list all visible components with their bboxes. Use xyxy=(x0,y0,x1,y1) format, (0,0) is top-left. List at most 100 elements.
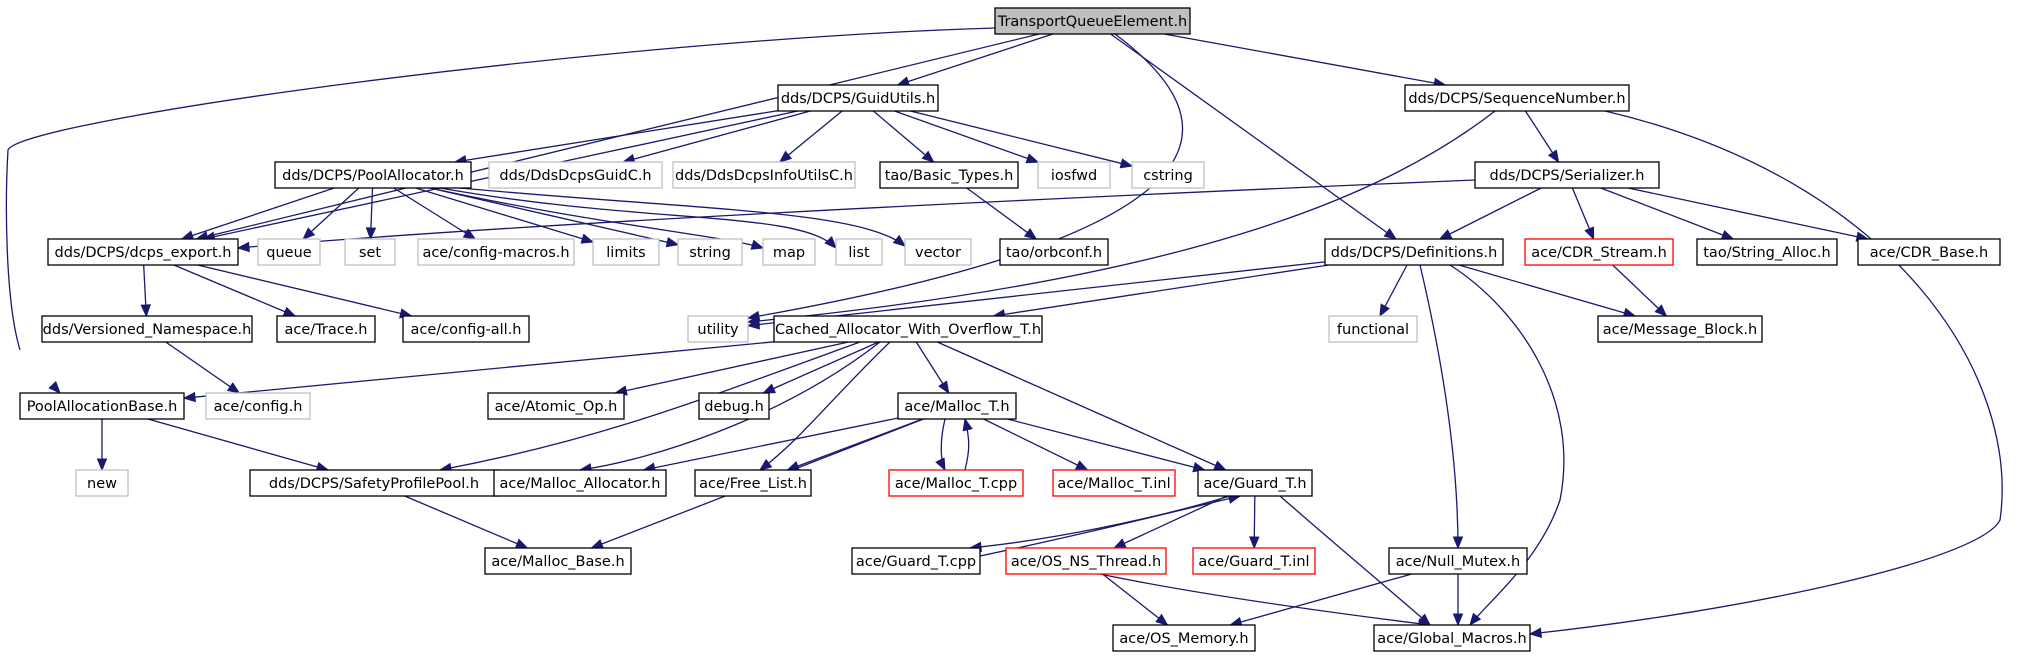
node-guardt-box xyxy=(1197,469,1313,497)
node-malloctcpp[interactable]: ace/Malloc_T.cpp xyxy=(888,469,1024,497)
node-seqnum-label: dds/DCPS/SequenceNumber.h xyxy=(1408,91,1625,107)
node-root[interactable]: TransportQueueElement.h xyxy=(994,7,1191,35)
edge-malloct-to-malloctinl-line xyxy=(983,418,1088,471)
edge-guidutils-to-infoutilsc xyxy=(778,110,843,163)
node-osmemory[interactable]: ace/OS_Memory.h xyxy=(1112,624,1256,652)
edge-definitions-to-nullmutex-arrowhead xyxy=(1452,536,1464,550)
node-definitions[interactable]: dds/DCPS/Definitions.h xyxy=(1324,238,1504,266)
edge-definitions-to-utility-line xyxy=(747,261,1326,327)
node-debug[interactable]: debug.h xyxy=(698,392,770,420)
node-malloctinl[interactable]: ace/Malloc_T.inl xyxy=(1052,469,1176,497)
node-malloctinl-box xyxy=(1052,469,1176,497)
edge-malloct-to-mallocallocator-line xyxy=(643,417,899,471)
node-guidutils[interactable]: dds/DCPS/GuidUtils.h xyxy=(777,84,939,112)
node-vector-label: vector xyxy=(915,245,961,261)
edge-cdrstream-to-msgblock xyxy=(1612,264,1668,317)
edge-definitions-to-cached-line xyxy=(993,264,1329,317)
edge-poolalloc-to-string-line xyxy=(429,187,679,246)
node-string: string xyxy=(677,238,743,266)
node-trace[interactable]: ace/Trace.h xyxy=(276,315,376,343)
node-queue-box xyxy=(257,238,321,266)
node-dcpsexport[interactable]: dds/DCPS/dcps_export.h xyxy=(47,238,239,266)
edge-guidutils-to-guidc-line xyxy=(623,110,811,163)
node-seqnum-box xyxy=(1404,84,1630,112)
edge-versioned-to-aceconfig-line xyxy=(165,341,240,394)
edge-serializer-to-dcpsexport-arrowhead xyxy=(236,241,250,253)
node-seqnum[interactable]: dds/DCPS/SequenceNumber.h xyxy=(1404,84,1630,112)
node-globalmacros[interactable]: ace/Global_Macros.h xyxy=(1373,624,1531,652)
node-malloct[interactable]: ace/Malloc_T.h xyxy=(897,392,1017,420)
edge-poolalloc-to-set-arrowhead xyxy=(365,227,377,241)
node-trace-box xyxy=(276,315,376,343)
edge-serializer-to-dcpsexport-line xyxy=(237,179,1476,249)
node-cached-label: Cached_Allocator_With_Overflow_T.h xyxy=(775,322,1041,338)
node-safetypool-label: dds/DCPS/SafetyProfilePool.h xyxy=(269,476,479,492)
edge-guidutils-to-basictypes-arrowhead xyxy=(921,150,935,163)
node-guardtinl[interactable]: ace/Guard_T.inl xyxy=(1192,547,1316,575)
node-trace-label: ace/Trace.h xyxy=(285,322,368,338)
edge-serializer-to-stringalloc-arrowhead xyxy=(1720,229,1735,240)
node-root-box xyxy=(994,7,1191,35)
edge-poolalloc-to-vector-arrowhead xyxy=(892,234,907,247)
node-basictypes[interactable]: tao/Basic_Types.h xyxy=(879,161,1019,189)
node-guidc: dds/DdsDcpsGuidC.h xyxy=(488,161,663,189)
node-guardtcpp[interactable]: ace/Guard_T.cpp xyxy=(851,547,981,575)
node-vector: vector xyxy=(904,238,972,266)
edge-root-to-definitions-arrowhead xyxy=(1383,228,1397,240)
node-poolallocbase-label: PoolAllocationBase.h xyxy=(27,399,178,415)
node-configall[interactable]: ace/config-all.h xyxy=(402,315,530,343)
node-mallocbase-box xyxy=(484,547,632,575)
node-atomicop[interactable]: ace/Atomic_Op.h xyxy=(487,392,625,420)
edge-safetypool-to-mallocbase xyxy=(404,495,529,549)
node-poolallocbase[interactable]: PoolAllocationBase.h xyxy=(19,392,185,420)
node-safetypool[interactable]: dds/DCPS/SafetyProfilePool.h xyxy=(249,469,499,497)
edge-osnsthread-to-osmemory xyxy=(1102,573,1169,626)
node-infoutilsc: dds/DdsDcpsInfoUtilsC.h xyxy=(672,161,856,189)
edge-poolalloc-to-limits xyxy=(415,187,595,244)
node-serializer[interactable]: dds/DCPS/Serializer.h xyxy=(1474,161,1660,189)
edges-layer xyxy=(5,27,2003,638)
edge-guidutils-to-poolalloc xyxy=(453,110,779,166)
node-map-box xyxy=(762,238,816,266)
node-guidutils-box xyxy=(777,84,939,112)
node-nullmutex[interactable]: ace/Null_Mutex.h xyxy=(1388,547,1528,575)
node-guardtinl-box xyxy=(1192,547,1316,575)
edge-poolalloc-to-configmacros xyxy=(393,187,477,240)
node-osnsthread[interactable]: ace/OS_NS_Thread.h xyxy=(1005,547,1167,575)
edge-dcpsexport-to-trace-arrowhead xyxy=(282,306,297,317)
node-poolalloc[interactable]: dds/DCPS/PoolAllocator.h xyxy=(274,161,472,189)
node-cached[interactable]: Cached_Allocator_With_Overflow_T.h xyxy=(773,315,1043,343)
node-mallocbase[interactable]: ace/Malloc_Base.h xyxy=(484,547,632,575)
edge-dcpsexport-to-trace-line xyxy=(173,264,296,317)
node-aceconfig-box xyxy=(205,392,311,420)
edge-serializer-to-stringalloc-line xyxy=(1600,187,1734,240)
edge-osnsthread-to-osmemory-arrowhead xyxy=(1155,613,1169,626)
edge-guardt-to-guardtinl-arrowhead xyxy=(1249,536,1260,550)
edge-cached-to-safetypool-line xyxy=(439,341,861,471)
node-cdrbase[interactable]: ace/CDR_Base.h xyxy=(1857,238,2001,266)
node-freelist-label: ace/Free_List.h xyxy=(699,476,807,492)
node-malloctcpp-box xyxy=(888,469,1024,497)
node-serializer-box xyxy=(1474,161,1660,189)
node-guardt[interactable]: ace/Guard_T.h xyxy=(1197,469,1313,497)
node-mallocallocator[interactable]: ace/Malloc_Allocator.h xyxy=(493,469,667,497)
node-orbconf[interactable]: tao/orbconf.h xyxy=(999,238,1109,266)
node-dcpsexport-box xyxy=(47,238,239,266)
node-freelist[interactable]: ace/Free_List.h xyxy=(694,469,812,497)
edge-dcpsexport-to-trace xyxy=(173,264,297,317)
edge-guardt-to-osnsthread-arrowhead xyxy=(1112,538,1127,549)
node-poolallocbase-box xyxy=(19,392,185,420)
edge-guidutils-to-iosfwd-arrowhead xyxy=(1025,153,1040,164)
node-msgblock-box xyxy=(1597,315,1763,343)
edge-definitions-to-msgblock xyxy=(1458,264,1637,318)
node-poolalloc-label: dds/DCPS/PoolAllocator.h xyxy=(282,168,464,184)
node-msgblock[interactable]: ace/Message_Block.h xyxy=(1597,315,1763,343)
edge-poolalloc-to-limits-line xyxy=(415,187,594,243)
node-versioned[interactable]: dds/Versioned_Namespace.h xyxy=(41,315,253,343)
edge-guidutils-to-guidc xyxy=(621,110,811,165)
node-stringalloc[interactable]: tao/String_Alloc.h xyxy=(1696,238,1838,266)
node-vector-box xyxy=(904,238,972,266)
node-aceconfig: ace/config.h xyxy=(205,392,311,420)
node-cdrstream[interactable]: ace/CDR_Stream.h xyxy=(1524,238,1674,266)
edge-seqnum-to-utility-line xyxy=(747,110,1496,323)
